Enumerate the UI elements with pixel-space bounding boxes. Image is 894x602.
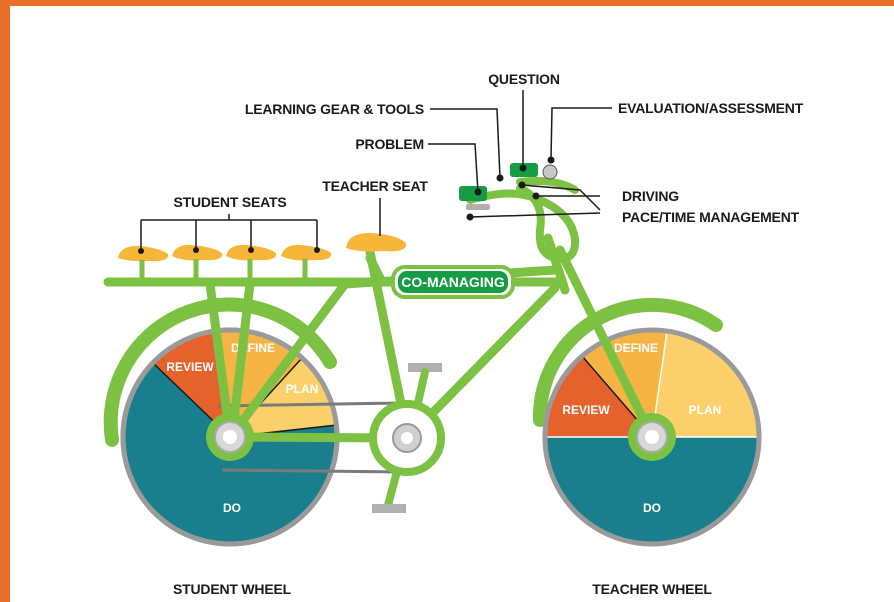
teacher-define-label: DEFINE — [614, 341, 658, 355]
bike-frame — [103, 233, 657, 443]
student-plan-label: PLAN — [286, 382, 319, 396]
teacher-seat-label: TEACHER SEAT — [322, 178, 428, 194]
pace-label: PACE/TIME MANAGEMENT — [622, 209, 800, 225]
chain — [217, 401, 401, 474]
teacher-seat — [346, 232, 407, 252]
co-managing-plate: CO-MANAGING — [391, 265, 515, 299]
student-wheel-label: STUDENT WHEEL — [173, 581, 292, 597]
teacher-wheel-review — [545, 356, 652, 437]
student-review-label: REVIEW — [166, 360, 214, 374]
student-seats-label: STUDENT SEATS — [173, 194, 286, 210]
callout-dots — [138, 156, 555, 254]
student-fender — [103, 297, 337, 447]
teacher-fender — [532, 297, 723, 427]
question-label: QUESTION — [488, 71, 560, 87]
seat-posts — [139, 259, 308, 280]
problem-grip — [459, 186, 487, 201]
student-wheel-review — [153, 330, 230, 437]
problem-label: PROBLEM — [355, 136, 424, 152]
callouts — [140, 90, 612, 251]
pedal-top — [408, 363, 442, 372]
student-seats — [118, 244, 332, 262]
student-hub — [206, 413, 254, 461]
handlebar — [466, 177, 580, 263]
student-seat-1 — [118, 245, 169, 262]
teacher-hub — [628, 413, 676, 461]
learning-gear-label: LEARNING GEAR & TOOLS — [245, 101, 424, 117]
evaluation-label: EVALUATION/ASSESSMENT — [618, 100, 804, 116]
driving-label: DRIVING — [622, 188, 679, 204]
student-wheel-plan — [230, 358, 337, 437]
bell-icon — [542, 164, 558, 180]
teacher-plan-label: PLAN — [689, 403, 722, 417]
student-seat-4 — [281, 244, 332, 261]
bicycle-diagram: REVIEW DEFINE PLAN DO REVIEW DEFINE PLAN… — [103, 71, 804, 597]
teacher-wheel-plan — [652, 331, 760, 437]
student-do-label: DO — [223, 501, 241, 515]
teacher-review-label: REVIEW — [562, 403, 610, 417]
diagram-frame: REVIEW DEFINE PLAN DO REVIEW DEFINE PLAN… — [10, 6, 894, 602]
crankset — [369, 363, 445, 513]
teacher-wheel-label: TEACHER WHEEL — [592, 581, 712, 597]
teacher-do-label: DO — [643, 501, 661, 515]
co-managing-label: CO-MANAGING — [401, 274, 505, 290]
brake-lever — [466, 204, 490, 210]
pedal-bottom — [372, 504, 406, 513]
